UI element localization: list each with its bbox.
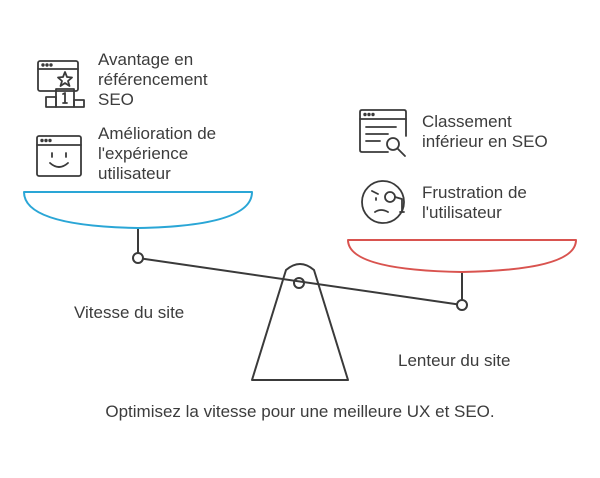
caption: Optimisez la vitesse pour une meilleure … [105, 402, 495, 421]
left-pan-joint [132, 252, 144, 264]
frustrated-face-icon [361, 180, 405, 224]
left-item-seo-advantage: Avantage en référencement SEO [98, 50, 208, 109]
fulcrum-pivot [293, 277, 305, 289]
right-pan [347, 239, 577, 273]
left-pan-label: Vitesse du site [74, 303, 185, 322]
seo-ranking-podium-icon [37, 60, 85, 108]
search-document-icon [359, 109, 407, 157]
right-item-lower-seo: Classement inférieur en SEO [422, 112, 548, 151]
right-pan-label: Lenteur du site [398, 351, 511, 370]
left-item-ux-improvement: Amélioration de l'expérience utilisateur [98, 124, 217, 183]
right-pan-joint [456, 299, 468, 311]
fulcrum [251, 263, 349, 381]
smiling-browser-icon [36, 135, 82, 177]
right-item-user-frustration: Frustration de l'utilisateur [422, 183, 527, 222]
left-pan [23, 191, 253, 229]
balance-beam [137, 257, 463, 306]
